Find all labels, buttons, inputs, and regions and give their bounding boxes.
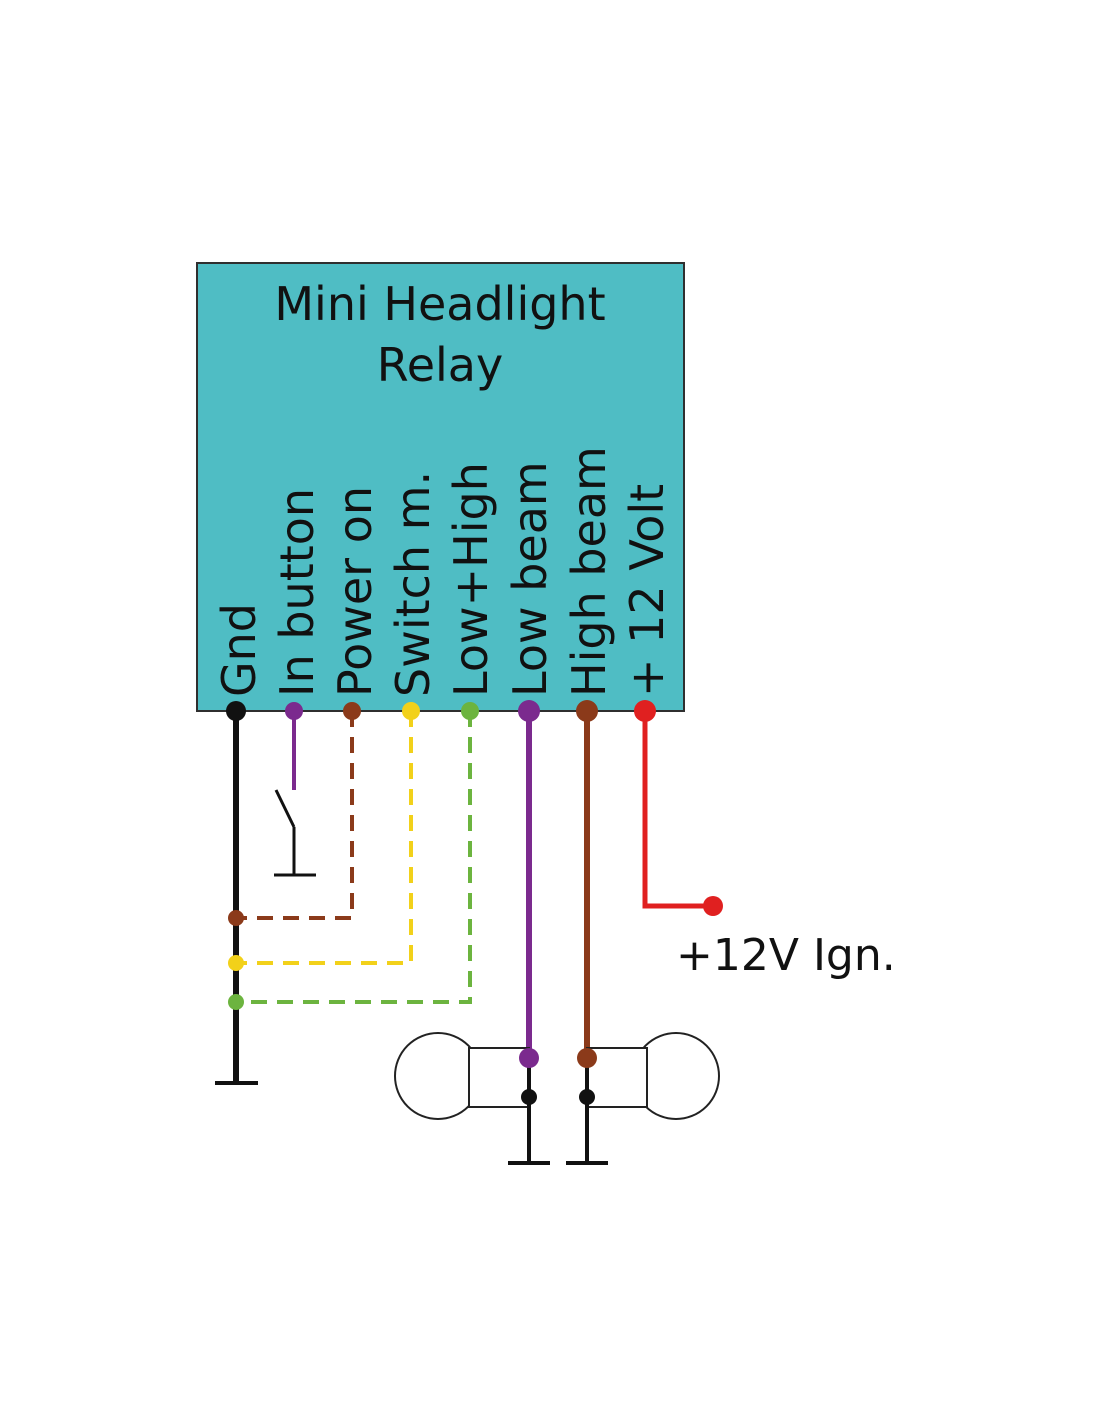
low-beam-lamp-base — [468, 1047, 530, 1108]
high-beam-ground-dot — [579, 1089, 595, 1105]
relay-title-line1: Mini Headlight — [274, 277, 605, 331]
pin-terminal-gnd — [226, 701, 246, 721]
low-high-wire — [236, 711, 472, 1004]
junction-power-on — [228, 910, 244, 926]
high-beam-lamp-terminal — [577, 1048, 597, 1068]
pin-label-switch-m: Switch m. — [386, 471, 440, 697]
pin-terminal-high-beam — [576, 700, 598, 722]
in-button-switch-lever — [274, 789, 296, 828]
12v-ign-terminal — [703, 896, 723, 916]
relay-box — [196, 262, 685, 712]
low-beam-ground-dot — [521, 1089, 537, 1105]
pin-label-power-on: Power on — [328, 486, 382, 697]
pin-label-12-volt: + 12 Volt — [620, 484, 674, 697]
pin-label-low-high: Low+High — [444, 462, 498, 697]
junction-switch-m — [228, 955, 244, 971]
junction-low-high — [228, 994, 244, 1010]
pin-terminal-low-beam — [518, 700, 540, 722]
pin-label-in-button: In button — [270, 488, 324, 697]
pin-label-low-beam: Low beam — [503, 461, 557, 697]
12-volt-wire — [642, 711, 713, 909]
pin-terminal-low-high — [461, 702, 479, 720]
pin-terminal-12-volt — [634, 700, 656, 722]
ignition-label: +12V Ign. — [676, 930, 896, 981]
pin-label-high-beam: High beam — [562, 446, 616, 697]
pin-terminal-in-button — [285, 702, 303, 720]
pin-label-gnd: Gnd — [212, 603, 266, 697]
low-beam-lamp-terminal — [519, 1048, 539, 1068]
pin-terminal-switch-m — [402, 702, 420, 720]
pin-terminal-power-on — [343, 702, 361, 720]
relay-title-line2: Relay — [377, 338, 503, 392]
high-beam-lamp-base — [586, 1047, 648, 1108]
switch-m-wire — [236, 711, 413, 965]
